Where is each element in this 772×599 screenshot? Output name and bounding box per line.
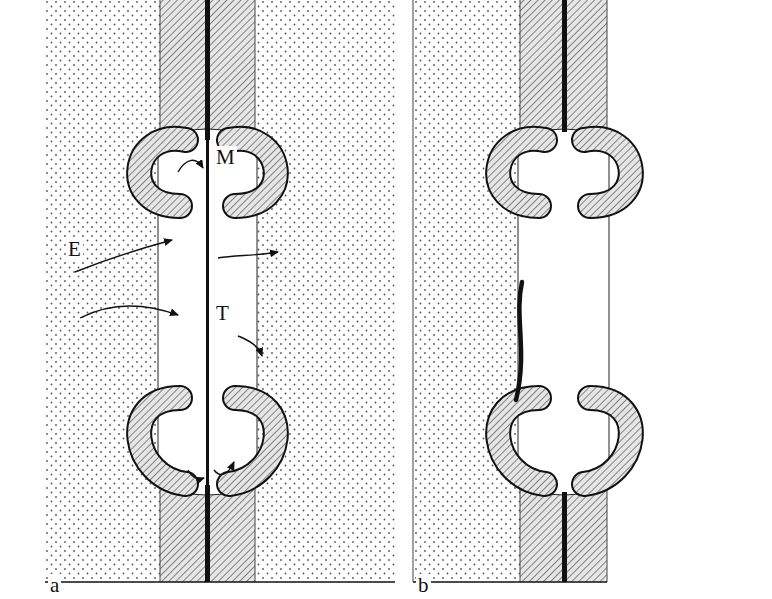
panel-label: b [416,574,431,597]
region-label: E [66,238,83,261]
panel-b [413,0,631,582]
structure-label: M [214,146,237,169]
panel-a [45,0,395,582]
structure-label: T [214,302,231,325]
panel-label: a [48,574,61,597]
